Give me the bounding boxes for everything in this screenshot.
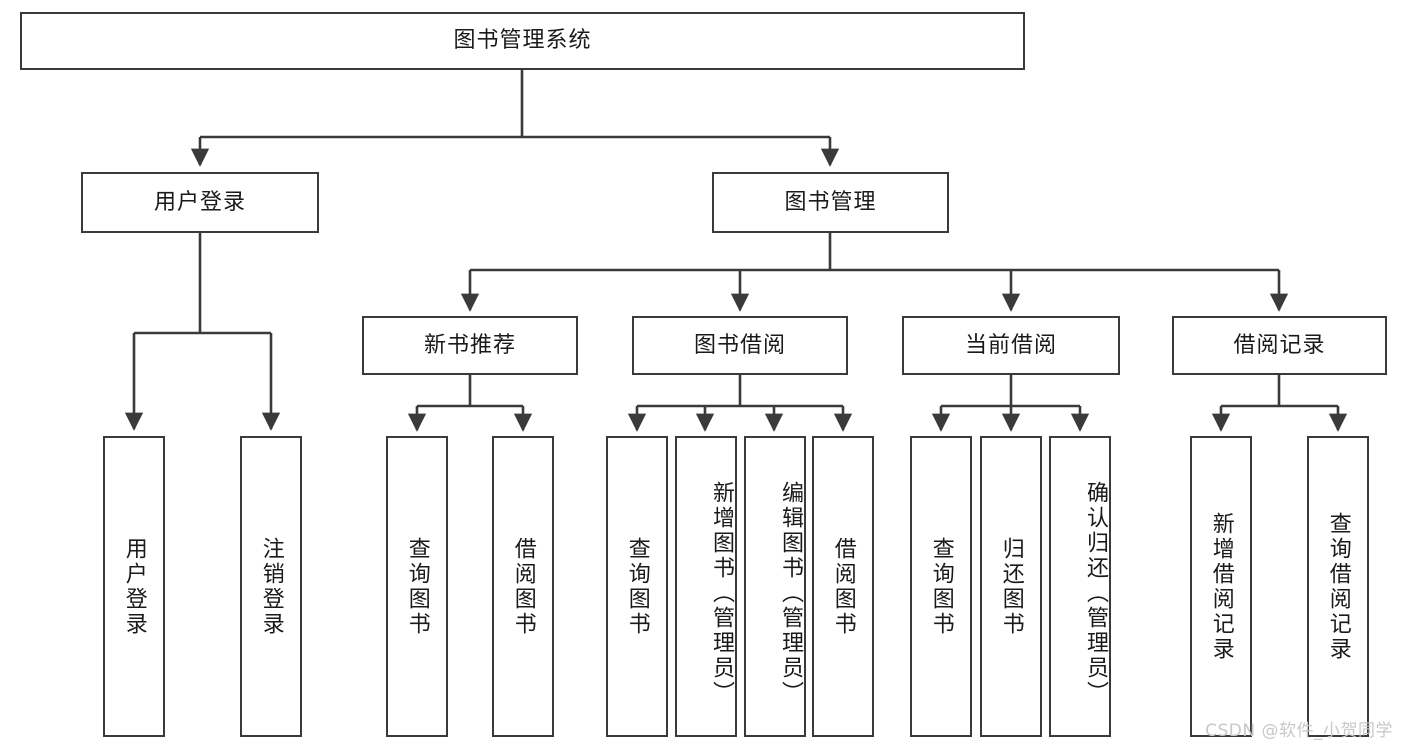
node-book-borrow[interactable]: 图书借阅 <box>632 316 848 375</box>
node-leaf-user-login[interactable]: 用户登录 <box>103 436 165 737</box>
node-book-management-system[interactable]: 图书管理系统 <box>20 12 1025 70</box>
node-leaf-query-book-recommend[interactable]: 查询图书 <box>386 436 448 737</box>
node-leaf-logout-login[interactable]: 注销登录 <box>240 436 302 737</box>
node-leaf-confirm-return[interactable]: 确认归还（管理员） <box>1049 436 1111 737</box>
node-borrow-record[interactable]: 借阅记录 <box>1172 316 1387 375</box>
node-leaf-edit-book[interactable]: 编辑图书（管理员） <box>744 436 806 737</box>
node-leaf-query-book-current[interactable]: 查询图书 <box>910 436 972 737</box>
watermark-text: CSDN @软件_小贺同学 <box>1205 721 1393 741</box>
node-leaf-borrow-book[interactable]: 借阅图书 <box>812 436 874 737</box>
node-leaf-add-borrow-record[interactable]: 新增借阅记录 <box>1190 436 1252 737</box>
node-leaf-query-book-borrow[interactable]: 查询图书 <box>606 436 668 737</box>
node-leaf-add-book[interactable]: 新增图书（管理员） <box>675 436 737 737</box>
node-leaf-borrow-book-recommend[interactable]: 借阅图书 <box>492 436 554 737</box>
node-book-management[interactable]: 图书管理 <box>712 172 949 233</box>
node-current-borrow[interactable]: 当前借阅 <box>902 316 1120 375</box>
node-new-book-recommend[interactable]: 新书推荐 <box>362 316 578 375</box>
node-leaf-query-borrow-record[interactable]: 查询借阅记录 <box>1307 436 1369 737</box>
node-leaf-return-book[interactable]: 归还图书 <box>980 436 1042 737</box>
node-user-login[interactable]: 用户登录 <box>81 172 319 233</box>
